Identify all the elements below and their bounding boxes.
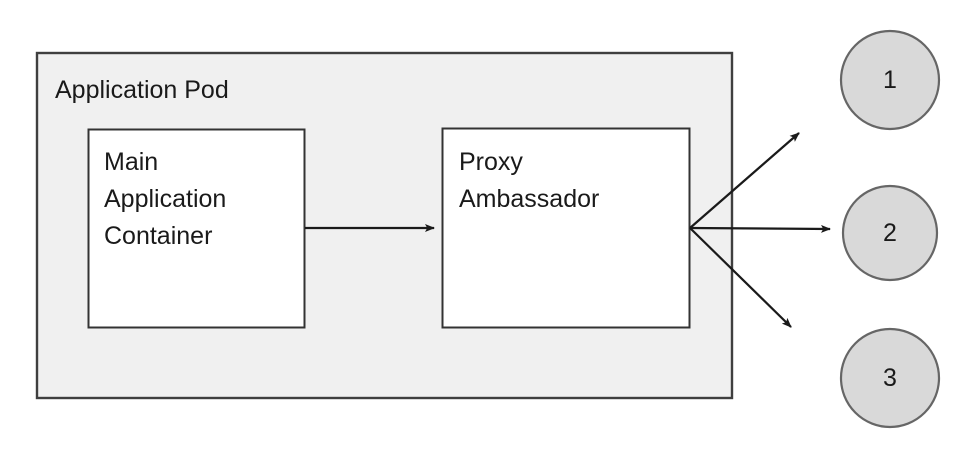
endpoint-circle-3[interactable] xyxy=(839,327,941,429)
connector-proxy-to-endpoint-3 xyxy=(689,227,792,328)
endpoint-2-label: 2 xyxy=(883,219,897,247)
endpoint-circle-1[interactable] xyxy=(839,29,941,131)
proxy-ambassador-box xyxy=(441,127,691,329)
main-application-container-box xyxy=(87,128,306,329)
endpoint-1-label: 1 xyxy=(883,66,897,94)
endpoint-circle-2[interactable] xyxy=(841,184,939,282)
endpoint-3-label: 3 xyxy=(883,364,897,392)
connector-proxy-to-endpoint-1 xyxy=(689,132,800,229)
connector-proxy-to-endpoint-2 xyxy=(689,224,831,233)
